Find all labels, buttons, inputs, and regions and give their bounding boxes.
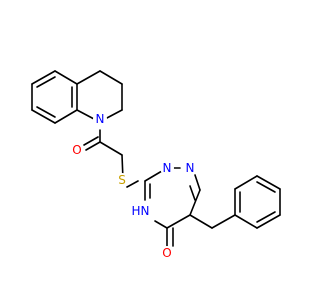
atom-nh-triazine-label: N (141, 204, 150, 218)
bond (104, 109, 123, 120)
atom-nh-triazine: H N (131, 204, 152, 223)
bond (166, 214, 191, 229)
atom-labels: N O S N N H N O (70, 112, 197, 260)
atom-o-keto-label: O (162, 246, 171, 260)
bond (189, 185, 196, 201)
bond (154, 220, 168, 229)
atom-nh-triazine-h-label: H (131, 204, 140, 218)
bond (99, 70, 123, 85)
bond (234, 175, 258, 190)
bond (76, 70, 101, 85)
atom-n-amide: N (93, 112, 107, 126)
bond (31, 109, 56, 124)
atom-n-triazine-2: N (183, 161, 197, 175)
bond (211, 214, 236, 229)
bond (256, 214, 281, 229)
bond (54, 70, 78, 85)
bonds (31, 70, 281, 247)
bond (54, 109, 78, 124)
bond (189, 214, 213, 229)
bond (256, 181, 276, 193)
atom-n-triazine-1-label: N (163, 161, 172, 175)
bond (256, 211, 276, 223)
atom-n-amide-label: N (96, 112, 105, 126)
molecule-structure-diagram: N O S N N H N O (31, 70, 281, 260)
bond (85, 141, 101, 151)
atom-s-thio-label: S (118, 173, 126, 187)
atom-n-triazine-1: N (160, 161, 174, 175)
bond (76, 109, 95, 120)
bond (234, 214, 258, 229)
atom-n-triazine-2-label: N (186, 161, 195, 175)
bond (189, 189, 201, 216)
bond (36, 76, 56, 88)
atom-s-thio: S (115, 173, 129, 187)
bond (194, 174, 201, 191)
bond (83, 136, 99, 146)
atom-o-amide-label: O (72, 143, 81, 157)
bond (36, 106, 56, 118)
atom-o-amide: O (70, 143, 84, 157)
atom-o-keto: O (160, 246, 174, 260)
bond (31, 70, 56, 85)
bond (99, 141, 123, 156)
bond (126, 180, 139, 188)
bond (256, 175, 281, 190)
